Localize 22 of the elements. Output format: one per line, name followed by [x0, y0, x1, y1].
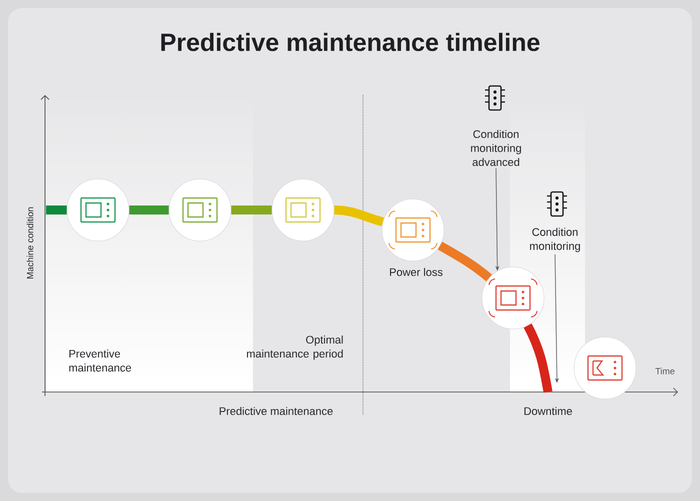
curve-segment [524, 324, 552, 393]
curve-segment [129, 206, 169, 214]
caption-text: Power loss [390, 268, 442, 276]
axis-label: Downtime [524, 406, 572, 416]
circle-marker [382, 198, 444, 262]
axis-label: Predictive maintenance [220, 406, 333, 416]
axis-label: Machine condition [26, 207, 34, 279]
circle-marker [168, 178, 232, 242]
circle-marker [66, 178, 130, 242]
circle-marker [482, 266, 544, 330]
curve-segment [438, 242, 492, 282]
diagram-title: Predictive maintenance timeline [161, 32, 540, 52]
callout-text: Condition monitoring advanced [471, 130, 521, 166]
callout-text: Condition monitoring [530, 228, 580, 252]
curve-segment [334, 206, 384, 226]
axis-label: Time [655, 368, 674, 374]
curve-segment [231, 206, 272, 214]
axis-label: Preventive maintenance [69, 350, 132, 372]
axis-label: Optimal maintenance period [246, 336, 343, 360]
circle-marker [574, 336, 636, 400]
curve-segment [46, 206, 67, 214]
circle-marker [272, 178, 334, 242]
